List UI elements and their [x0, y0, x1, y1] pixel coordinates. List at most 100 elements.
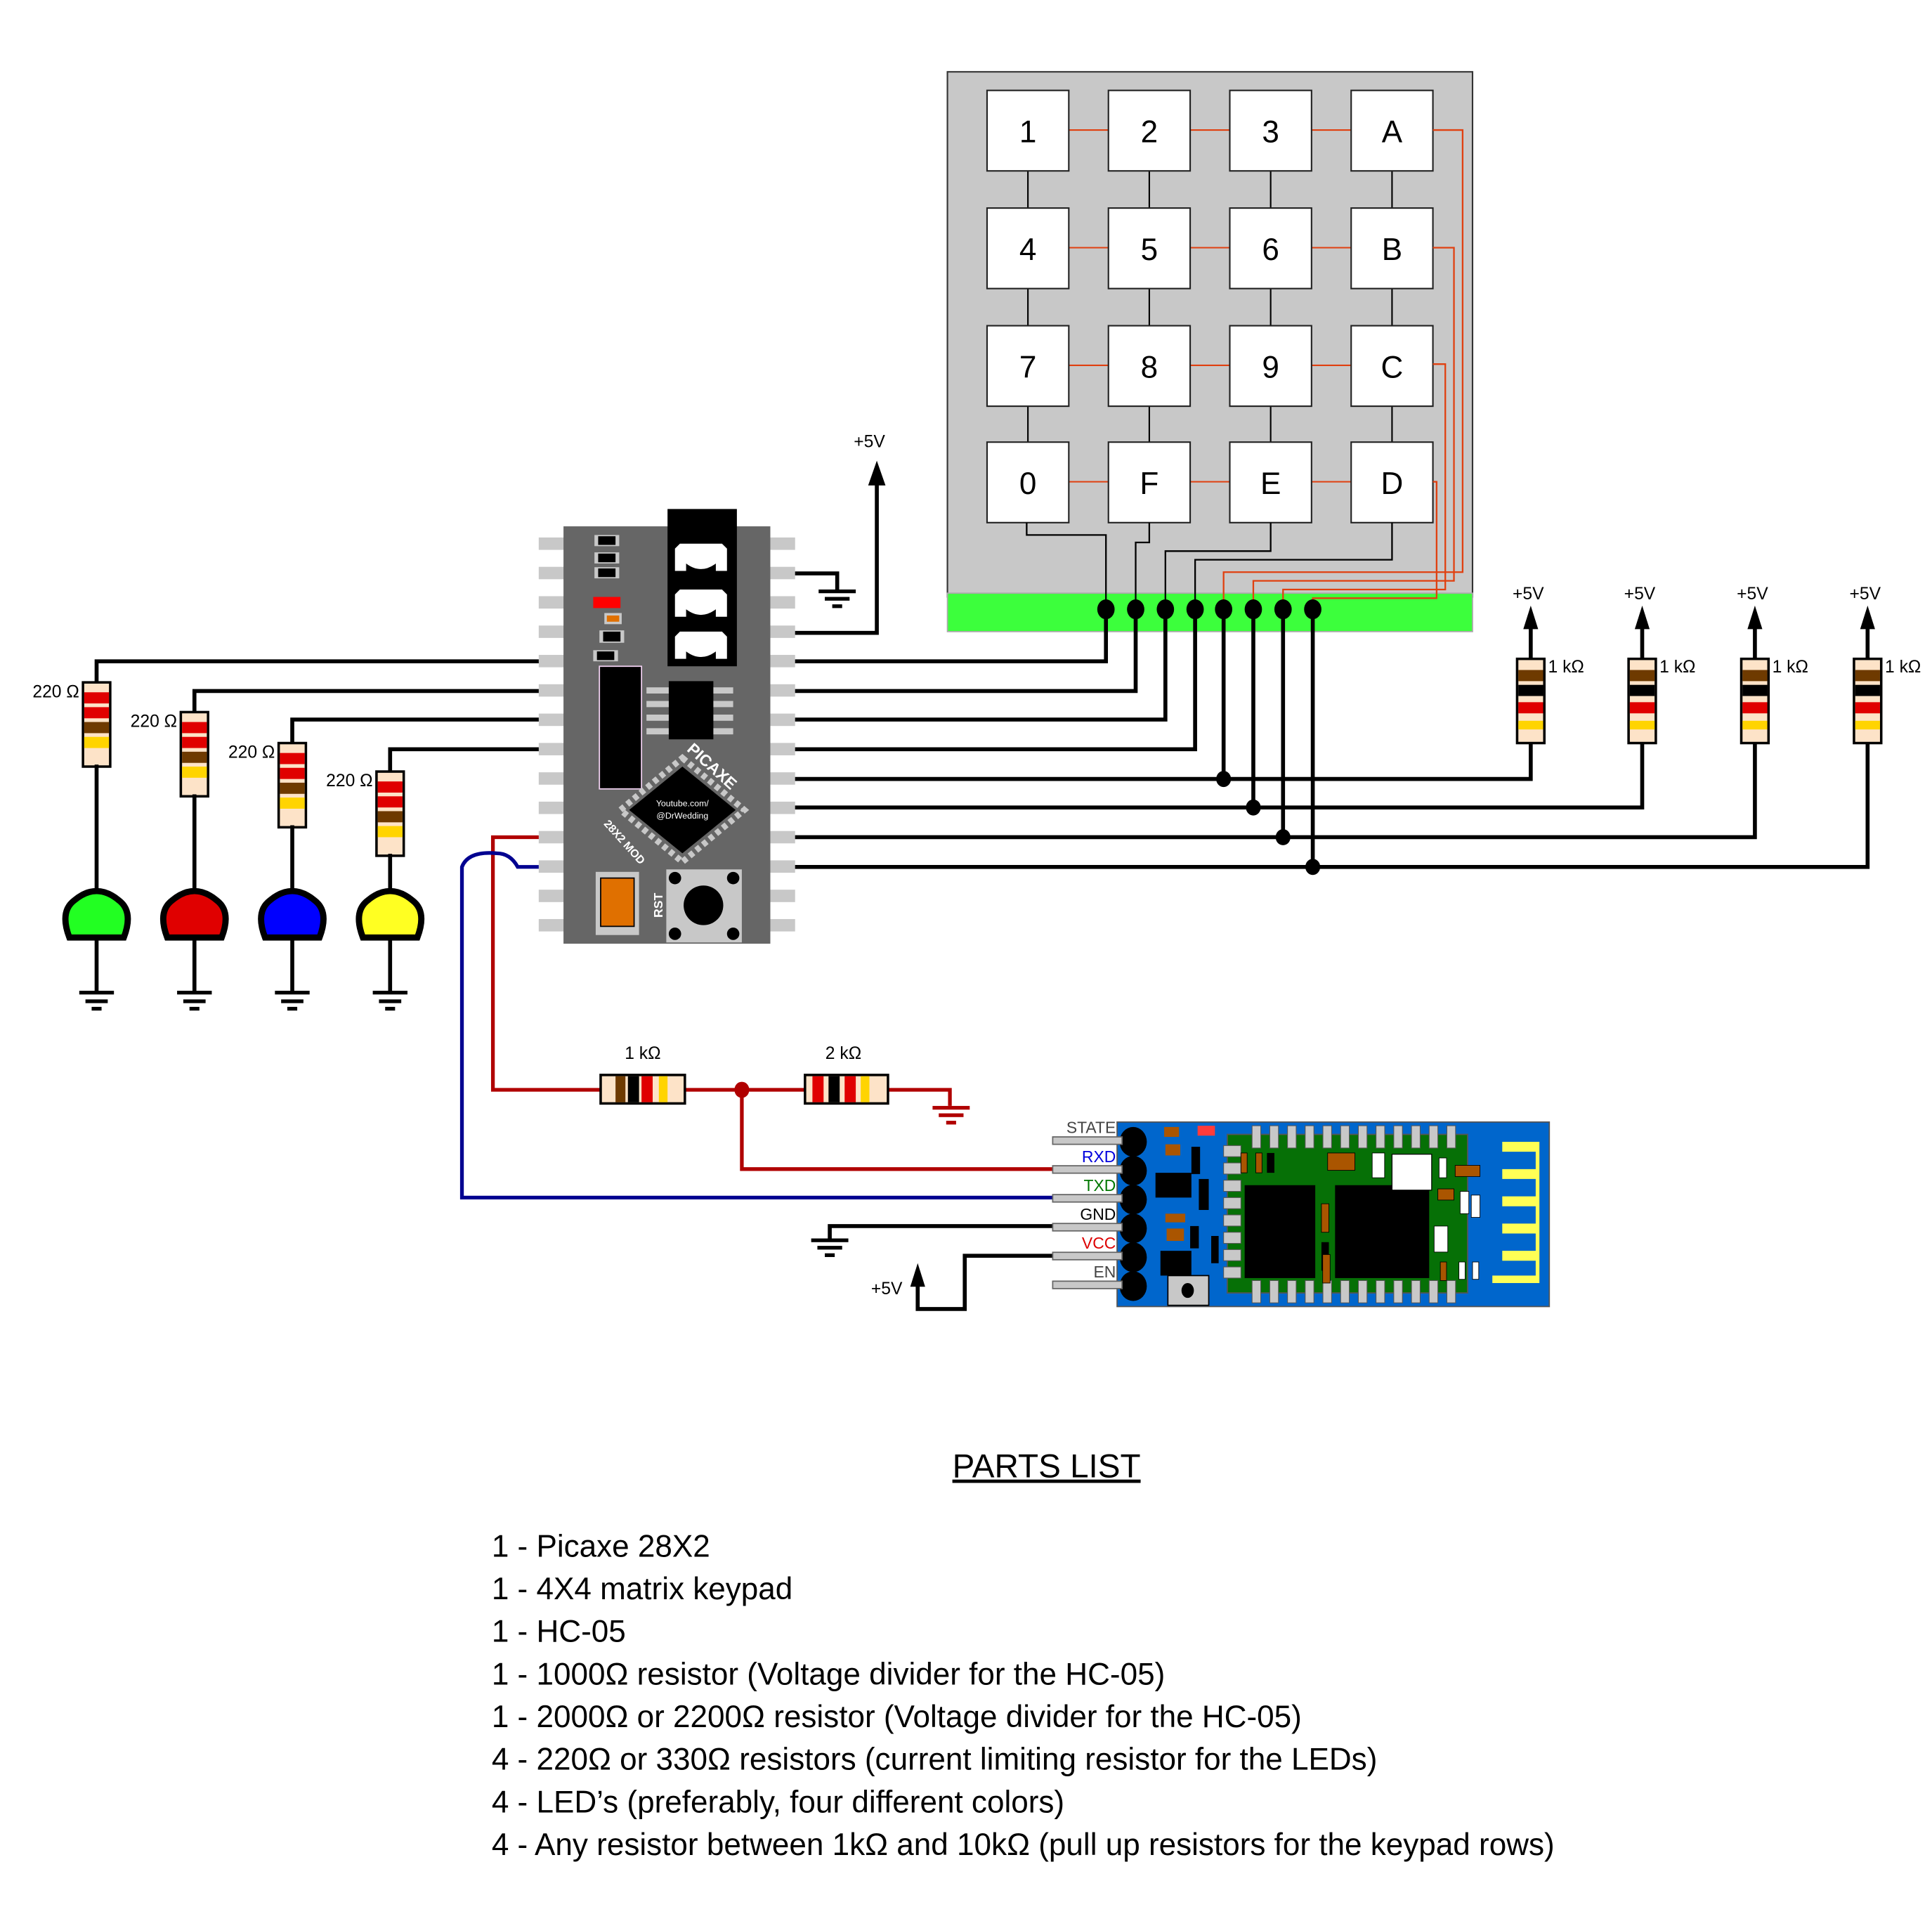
- key-label: 4: [1019, 233, 1037, 267]
- mcu-pin-pad[interactable]: [538, 772, 566, 785]
- mcu-pin-pad[interactable]: [538, 566, 566, 580]
- mcu-pin-pad[interactable]: [767, 596, 795, 609]
- mcu-pin-pad[interactable]: [538, 918, 566, 932]
- mcu-pin-pad[interactable]: [538, 890, 566, 902]
- led-wire-2: [192, 689, 541, 715]
- pullup-resistor-3: [1740, 657, 1770, 745]
- resistor-band: [1855, 720, 1880, 730]
- led-resistor-label: 220 Ω: [131, 712, 177, 731]
- resistor-band: [84, 722, 110, 734]
- castellation-pad: [1357, 1280, 1368, 1303]
- led-body: [159, 887, 229, 941]
- mcu-pin-pad[interactable]: [767, 684, 795, 697]
- mcu-pin-pad[interactable]: [767, 772, 795, 785]
- keypad-key-2[interactable]: 2: [1107, 89, 1192, 172]
- pullup-resistor-label: 1 kΩ: [1773, 658, 1808, 677]
- resistor-band: [1742, 720, 1768, 730]
- mcu-pin-pad[interactable]: [538, 625, 566, 638]
- parts-list-item: 4 - LED’s (preferably, four different co…: [492, 1785, 1064, 1819]
- mcu-pin-pad[interactable]: [767, 831, 795, 844]
- ground-icon: [932, 1105, 970, 1125]
- module-castellations: [1223, 1125, 1456, 1303]
- pullup-resistor-label: 1 kΩ: [1885, 658, 1921, 677]
- header-pin-vcc[interactable]: [1052, 1251, 1123, 1261]
- mcu-pin-pad[interactable]: [767, 625, 795, 638]
- key-cap: [1107, 325, 1192, 408]
- mcu-pin-pad[interactable]: [538, 537, 566, 550]
- mcu-pin-pad[interactable]: [538, 801, 566, 814]
- keypad-key-b[interactable]: B: [1350, 207, 1434, 289]
- keypad-key-7[interactable]: 7: [986, 325, 1070, 408]
- led-resistor-3: [277, 741, 308, 829]
- mcu-pin-pad[interactable]: [538, 860, 566, 873]
- vcc-label: +5V: [854, 432, 885, 451]
- castellation-pad: [1269, 1280, 1279, 1303]
- junction-dot: [1275, 829, 1291, 845]
- resistor-band: [1855, 702, 1880, 714]
- keypad-key-e[interactable]: E: [1229, 441, 1312, 523]
- keypad-key-5[interactable]: 5: [1107, 207, 1192, 289]
- keypad-key-9[interactable]: 9: [1229, 325, 1312, 408]
- mcu-pin-pad[interactable]: [767, 566, 795, 580]
- key-label: 2: [1141, 115, 1158, 150]
- divider-r1-label: 1 kΩ: [625, 1044, 660, 1063]
- castellation-pad: [1322, 1125, 1332, 1149]
- arrow-up-icon: [1747, 605, 1763, 630]
- arrow-up-icon: [1523, 605, 1539, 630]
- keypad-key-1[interactable]: 1: [986, 89, 1070, 172]
- mcu-pin-pad[interactable]: [767, 743, 795, 755]
- mcu-pin-pad[interactable]: [767, 655, 795, 668]
- mcu-pin-pad[interactable]: [538, 831, 566, 844]
- mcu-pin-pad[interactable]: [538, 684, 566, 697]
- hc05-pin-label-txd: TXD: [1083, 1176, 1116, 1195]
- orange-component: [600, 877, 635, 928]
- mcu-pin-pad[interactable]: [767, 860, 795, 873]
- keypad-connector: [946, 592, 1473, 632]
- key-cap: [1107, 89, 1192, 172]
- module-chip-2: [1335, 1185, 1430, 1278]
- reset-button[interactable]: [666, 869, 742, 943]
- header-pin-rxd[interactable]: [1052, 1165, 1123, 1174]
- keypad-key-6[interactable]: 6: [1229, 207, 1312, 289]
- resistor-band: [280, 753, 305, 764]
- keypad-key-a[interactable]: A: [1350, 89, 1434, 172]
- keypad-key-d[interactable]: D: [1350, 441, 1434, 523]
- mcu-pin-pad[interactable]: [538, 655, 566, 668]
- mcu-pin-pad[interactable]: [538, 596, 566, 609]
- mcu-pin-pad[interactable]: [767, 801, 795, 814]
- header-pin-txd[interactable]: [1052, 1194, 1123, 1203]
- mcu-pin-pad[interactable]: [767, 537, 795, 550]
- header-pin-en[interactable]: [1052, 1280, 1123, 1289]
- castellation-pad: [1251, 1280, 1262, 1303]
- keypad-key-4[interactable]: 4: [986, 207, 1070, 289]
- resistor-band: [1742, 684, 1768, 696]
- mcu-pin-pad[interactable]: [767, 890, 795, 902]
- pullup-resistor-label: 1 kΩ: [1659, 658, 1695, 677]
- hc05-pin-label-en: EN: [1093, 1263, 1116, 1281]
- arrow-up-icon: [868, 460, 886, 486]
- header-pin-gnd[interactable]: [1052, 1223, 1123, 1232]
- header-pin-state[interactable]: [1052, 1136, 1123, 1145]
- keypad-key-c[interactable]: C: [1350, 325, 1434, 408]
- key-cap: [1350, 207, 1434, 289]
- keypad-key-3[interactable]: 3: [1229, 89, 1312, 172]
- junction-dot: [1246, 799, 1261, 816]
- txd-wire: [490, 835, 601, 1092]
- castellation-pad: [1428, 1280, 1439, 1303]
- resistor-band: [1855, 684, 1880, 696]
- mcu-pin-pad[interactable]: [538, 743, 566, 755]
- wire-b0: [790, 741, 1870, 869]
- resistor-band: [280, 782, 305, 794]
- pullup-resistor-2: [1627, 657, 1657, 745]
- keypad-key-0[interactable]: 0: [986, 441, 1070, 523]
- mcu-pin-pad[interactable]: [767, 918, 795, 932]
- keypad-key-f[interactable]: F: [1107, 441, 1192, 523]
- mcu-pin-pad[interactable]: [767, 713, 795, 727]
- mcu-pin-pad[interactable]: [538, 713, 566, 727]
- status-led: [593, 597, 621, 608]
- key-cap: [1229, 207, 1312, 289]
- castellation-pad: [1305, 1280, 1314, 1303]
- keypad-key-8[interactable]: 8: [1107, 325, 1192, 408]
- parts-list-item: 4 - 220Ω or 330Ω resistors (current limi…: [492, 1743, 1378, 1777]
